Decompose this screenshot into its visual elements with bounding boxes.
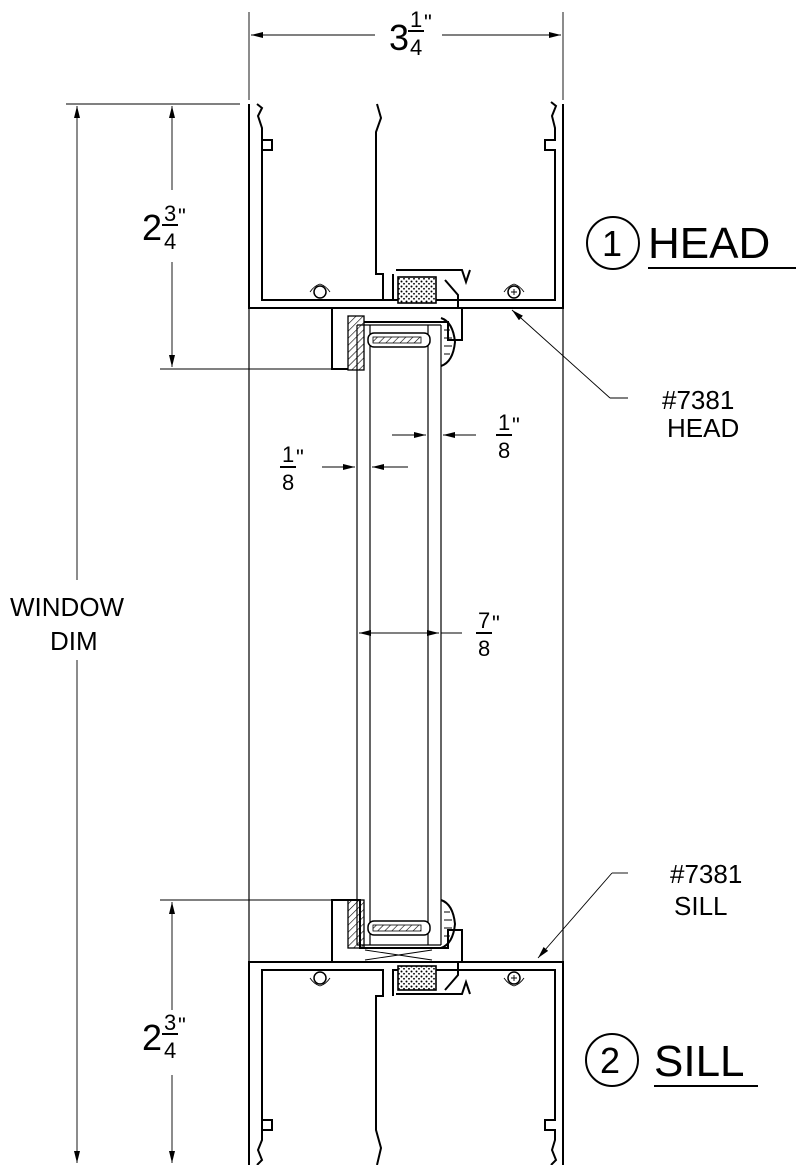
glass-thickness-numerator: 7 — [478, 608, 490, 633]
head-dim-unit: " — [178, 204, 186, 229]
glass-thickness-unit: " — [492, 611, 500, 636]
section-number-1: 1 — [602, 223, 622, 264]
section-name-sill: SILL — [654, 1037, 745, 1086]
width-dim-whole: 3 — [389, 17, 409, 58]
sill-dim-unit: " — [178, 1013, 186, 1038]
right-gap-unit: " — [512, 413, 520, 438]
window-dim-line2: DIM — [50, 626, 98, 656]
section-number-2: 2 — [600, 1040, 620, 1081]
head-part-name: HEAD — [667, 413, 739, 443]
glass-right-gap-dimension: 1 8 " — [392, 410, 520, 463]
left-gap-denominator: 8 — [282, 470, 294, 495]
width-dim-denominator: 4 — [410, 35, 422, 60]
glass-thickness-dimension: 7 8 " — [359, 608, 500, 661]
sill-part-name: SILL — [674, 891, 728, 921]
sill-height-dimension: 2 3 4 " — [142, 899, 332, 1163]
window-dim-line1: WINDOW — [10, 592, 125, 622]
left-gap-unit: " — [296, 445, 304, 470]
section-title-sill: 2 SILL — [585, 1033, 758, 1087]
head-dim-numerator: 3 — [164, 201, 176, 226]
head-dim-denominator: 4 — [164, 229, 176, 254]
head-dim-whole: 2 — [142, 207, 162, 248]
section-name-head: HEAD — [648, 219, 770, 268]
window-dimension: WINDOW DIM — [10, 103, 240, 1163]
sill-dim-numerator: 3 — [164, 1010, 176, 1035]
width-dim-numerator: 1 — [410, 7, 422, 32]
frame-edges — [248, 300, 564, 965]
glass-left-gap-dimension: 1 8 " — [280, 442, 408, 495]
sill-dim-whole: 2 — [142, 1017, 162, 1058]
head-part-callout: #7381 HEAD — [511, 309, 739, 443]
head-extrusion — [248, 101, 564, 370]
width-dim-unit: " — [424, 10, 432, 35]
section-title-head: 1 HEAD — [586, 216, 796, 270]
left-gap-numerator: 1 — [282, 442, 294, 467]
width-dimension: 3 1 4 " — [248, 7, 564, 100]
sill-part-number: #7381 — [670, 859, 742, 889]
right-gap-denominator: 8 — [498, 438, 510, 463]
head-part-number: #7381 — [662, 385, 734, 415]
glass-thickness-denominator: 8 — [478, 636, 490, 661]
glazing-unit — [347, 315, 457, 949]
sill-dim-denominator: 4 — [164, 1038, 176, 1063]
sill-extrusion — [248, 899, 564, 1166]
sill-part-callout: #7381 SILL — [537, 859, 742, 959]
right-gap-numerator: 1 — [498, 410, 510, 435]
head-height-dimension: 2 3 4 " — [142, 103, 332, 370]
